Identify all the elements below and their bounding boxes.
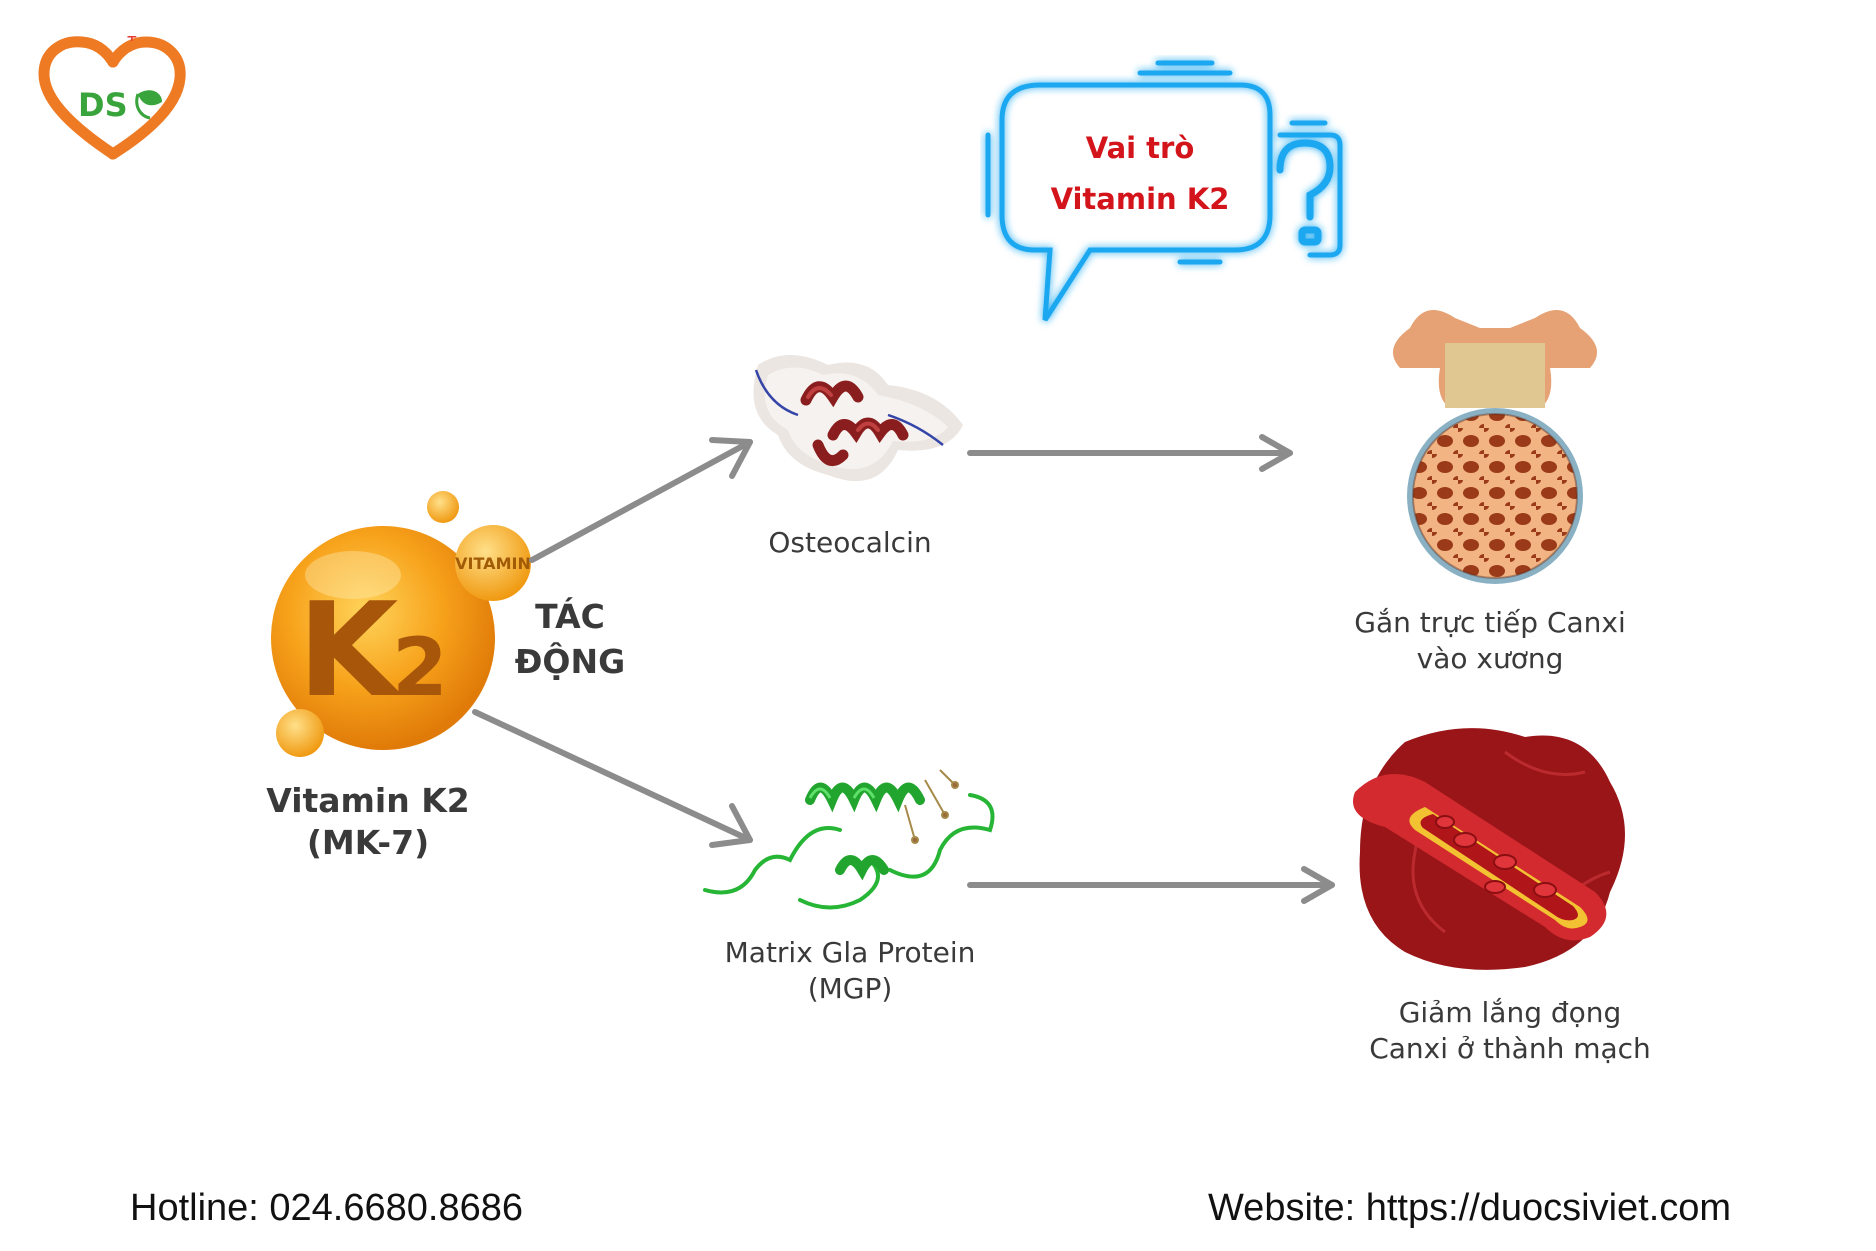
arrow-to-mgp <box>472 709 753 848</box>
action-label: TÁC ĐỘNG <box>505 595 635 684</box>
mgp-label: Matrix Gla Protein (MGP) <box>690 935 1010 1007</box>
k2-digit: 2 <box>392 621 448 714</box>
osteocalcin-protein-icon <box>753 355 963 482</box>
bone-label: Gắn trực tiếp Canxi vào xương <box>1310 605 1670 677</box>
brand-logo: + DS <box>38 29 188 161</box>
bone-line-1: Gắn trực tiếp Canxi <box>1354 606 1626 639</box>
action-line-2: ĐỘNG <box>514 641 626 681</box>
hotline-text: Hotline: 024.6680.8686 <box>130 1187 523 1229</box>
vessel-image <box>1345 722 1635 977</box>
bubble-title: Vai trò Vitamin K2 <box>1020 123 1260 225</box>
mgp-abbr: (MGP) <box>807 971 893 1005</box>
vitamin-k2-label: Vitamin K2 (MK-7) <box>248 780 488 864</box>
mgp-image <box>700 760 1010 920</box>
vitamin-k2-name: Vitamin K2 <box>266 781 470 820</box>
vessel-label: Giảm lắng đọng Canxi ở thành mạch <box>1330 995 1690 1067</box>
bone-line-2: vào xương <box>1416 641 1564 675</box>
blood-vessel-icon <box>1353 728 1625 970</box>
osteocalcin-image <box>738 345 968 495</box>
heart-logo-icon: + DS <box>38 29 186 160</box>
website-text: Website: https://duocsiviet.com <box>1208 1187 1732 1229</box>
vessel-line-2: Canxi ở thành mạch <box>1369 1031 1651 1065</box>
vitamin-k2-form: (MK-7) <box>306 823 430 863</box>
bubble-line-1: Vai trò <box>1085 131 1195 165</box>
mgp-protein-icon <box>703 769 995 910</box>
speech-bubble-icon <box>985 60 1343 322</box>
bone-image <box>1380 298 1610 593</box>
action-line-1: TÁC <box>535 597 605 636</box>
arrow-to-vessel <box>967 866 1335 904</box>
vessel-line-1: Giảm lắng đọng <box>1398 996 1622 1029</box>
k2-letter: K <box>298 574 403 726</box>
osteocalcin-label: Osteocalcin <box>768 526 932 559</box>
bone-icon <box>1392 310 1598 584</box>
arrow-to-osteocalcin <box>529 437 753 563</box>
vitamin-k2-orb: VITAMIN K 2 <box>258 485 548 760</box>
vitamin-orb-icon: VITAMIN K 2 <box>271 491 531 757</box>
speech-bubble: Vai trò Vitamin K2 <box>980 55 1380 330</box>
mgp-name: Matrix Gla Protein <box>724 936 976 969</box>
logo-text: DS <box>78 86 128 124</box>
arrow-to-bone <box>967 434 1293 472</box>
vitamin-badge: VITAMIN <box>455 554 531 573</box>
bubble-line-2: Vitamin K2 <box>1050 181 1230 216</box>
svg-text:+: + <box>126 36 138 45</box>
